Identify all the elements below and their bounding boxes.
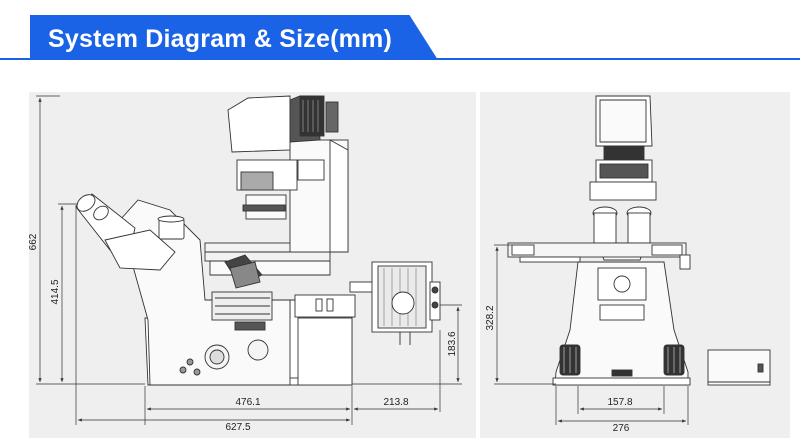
dim-total-length: 627.5 <box>225 422 250 433</box>
side-dimension-labels: 662 414.5 183.6 476.1 213.8 627.5 <box>28 233 458 433</box>
dim-lamp-depth: 213.8 <box>383 397 408 408</box>
page-title: System Diagram & Size(mm) <box>48 25 393 53</box>
power-supply-box <box>707 349 771 386</box>
dim-total-height: 662 <box>28 233 39 250</box>
top-illuminator <box>227 95 339 153</box>
dim-lamp-height: 183.6 <box>447 331 458 356</box>
side-dimension-lines <box>36 95 462 425</box>
dim-front-total-width: 276 <box>613 423 630 434</box>
front-stage <box>507 242 691 270</box>
condenser <box>236 159 298 220</box>
header-divider <box>0 58 800 60</box>
lamp-house <box>349 261 441 345</box>
front-dimension-labels: 328.2 157.8 276 <box>485 305 633 434</box>
eyepiece <box>75 193 185 271</box>
dim-front-height: 328.2 <box>485 305 496 330</box>
side-view-microscope <box>75 95 441 386</box>
objective-turret <box>211 254 273 331</box>
front-dimension-lines <box>494 244 689 425</box>
dim-front-base-width: 157.8 <box>607 397 632 408</box>
title-tab <box>30 15 438 60</box>
dim-eyepiece-height: 414.5 <box>50 279 61 304</box>
front-view-microscope <box>507 95 691 386</box>
front-focus-knobs <box>559 344 685 376</box>
dim-body-length: 476.1 <box>235 397 260 408</box>
header-band: System Diagram & Size(mm) <box>0 0 800 60</box>
